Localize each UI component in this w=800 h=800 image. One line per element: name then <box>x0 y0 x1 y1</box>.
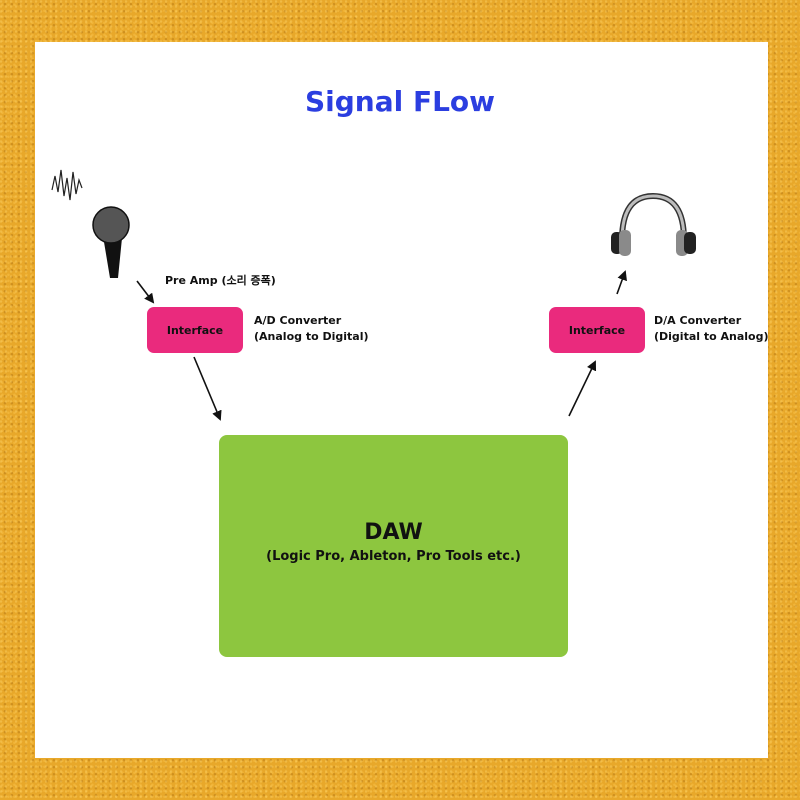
output-interface-box: Interface <box>549 307 645 353</box>
daw-title: DAW <box>364 520 423 545</box>
diagram-title: Signal FLow <box>304 85 496 118</box>
da-converter-line1: D/A Converter <box>654 314 742 327</box>
da-converter-label: D/A Converter (Digital to Analog) <box>654 313 769 345</box>
input-interface-box: Interface <box>147 307 243 353</box>
da-converter-line2: (Digital to Analog) <box>654 330 769 343</box>
preamp-label: Pre Amp (소리 증폭) <box>165 274 276 287</box>
ad-converter-line1: A/D Converter <box>254 314 342 327</box>
input-interface-label: Interface <box>166 323 224 337</box>
ad-converter-line2: (Analog to Digital) <box>254 330 369 343</box>
daw-box: DAW (Logic Pro, Ableton, Pro Tools etc.) <box>219 435 568 657</box>
daw-subtitle: (Logic Pro, Ableton, Pro Tools etc.) <box>266 549 521 564</box>
output-interface-label: Interface <box>568 323 626 337</box>
ad-converter-label: A/D Converter (Analog to Digital) <box>254 313 369 345</box>
